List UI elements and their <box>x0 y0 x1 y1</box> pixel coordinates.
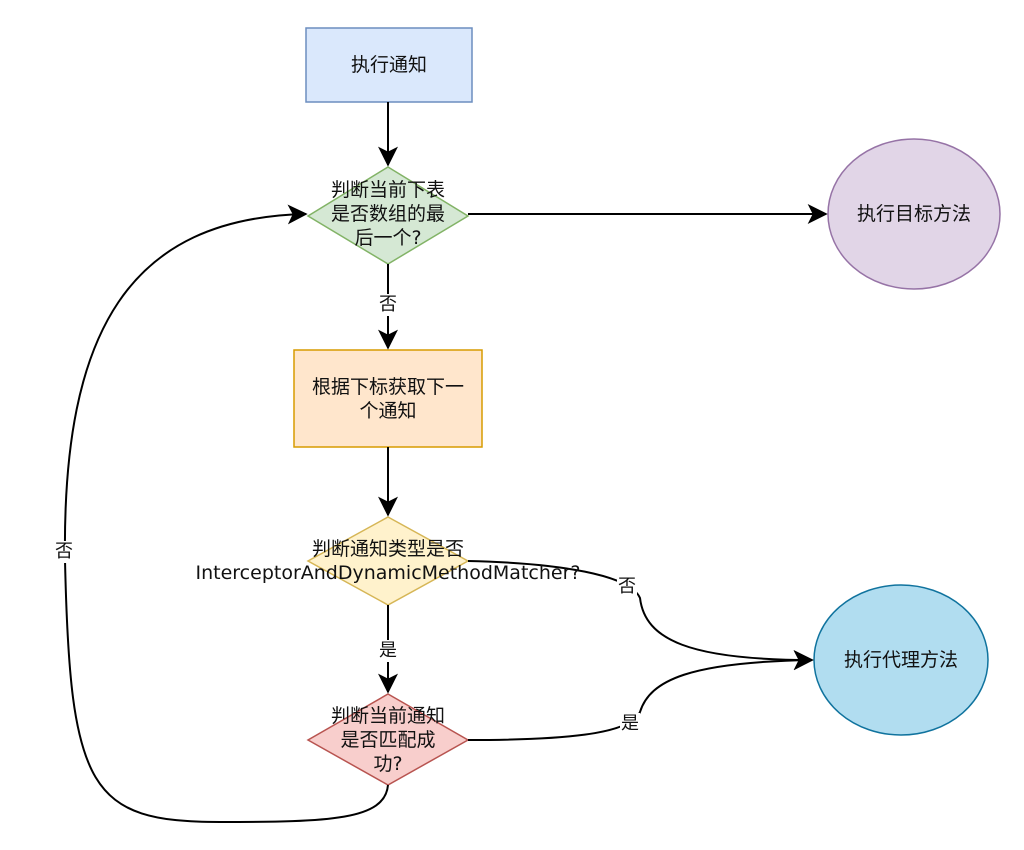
label-line: 是否数组的最 <box>330 203 445 225</box>
label-line: 判断当前通知 <box>330 705 445 727</box>
edge-match-to-last-index <box>63 204 389 824</box>
label-line: 判断通知类型是否 <box>311 538 464 560</box>
label-line: 根据下标获取下一 <box>311 376 464 398</box>
label-line: InterceptorAndDynamicMethodMatcher? <box>195 562 581 584</box>
label-execute-target-method: 执行目标方法 <box>856 203 971 225</box>
node-execute-advice[interactable] <box>305 27 473 103</box>
edge-label-dynamic-no: 否 <box>617 576 637 598</box>
edge-label-match-no: 否 <box>54 541 74 563</box>
label-execute-proxy-method: 执行代理方法 <box>843 649 958 671</box>
edge-match-to-proxy <box>467 650 814 741</box>
label-line: 后一个? <box>354 227 422 249</box>
label-line: 个通知 <box>359 400 417 422</box>
edge-dynamic-to-proxy <box>467 560 814 670</box>
label-is-match-success: 判断当前通知 是否匹配成 功? <box>298 704 478 776</box>
label-is-dynamic-matcher: 判断通知类型是否 InterceptorAndDynamicMethodMatc… <box>168 537 608 585</box>
label-line: 功? <box>373 753 403 775</box>
edge-label-last-index-no: 否 <box>378 294 398 316</box>
edge-label-match-yes: 是 <box>620 713 640 735</box>
label-line: 判断当前下表 <box>330 179 445 201</box>
label-get-next-advice: 根据下标获取下一 个通知 <box>284 375 492 423</box>
node-execute-target-method[interactable] <box>827 138 1001 290</box>
label-execute-advice: 执行通知 <box>350 54 427 76</box>
label-is-last-index: 判断当前下表 是否数组的最 后一个? <box>298 178 478 250</box>
edge-label-dynamic-yes: 是 <box>378 640 398 662</box>
label-line: 是否匹配成 <box>340 729 436 751</box>
node-execute-proxy-method[interactable] <box>813 584 989 736</box>
